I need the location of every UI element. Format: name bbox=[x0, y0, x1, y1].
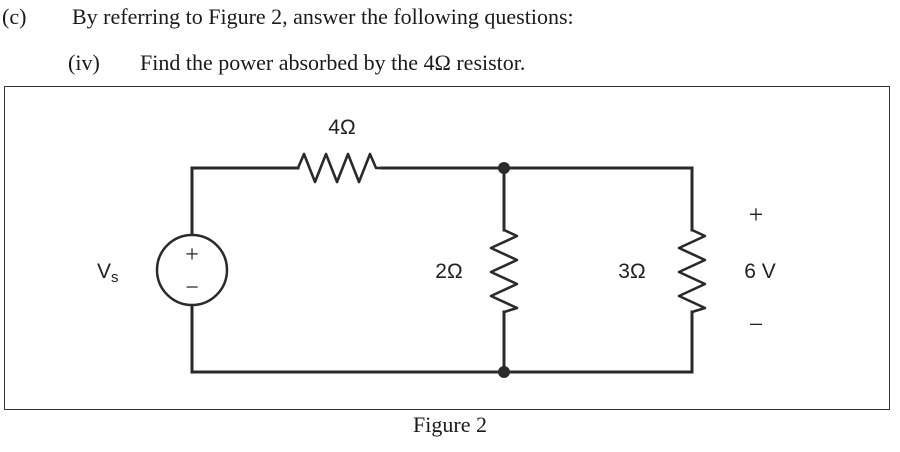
voltage-source: + − bbox=[155, 233, 229, 307]
source-plus-sign: + bbox=[185, 242, 199, 268]
resistor-3ohm bbox=[677, 228, 707, 314]
label-2ohm: 2Ω bbox=[435, 260, 462, 283]
resistor-2ohm bbox=[489, 228, 519, 314]
source-label-subscript: s bbox=[111, 269, 119, 286]
label-4ohm: 4Ω bbox=[328, 116, 355, 139]
part-text: By referring to Figure 2, answer the fol… bbox=[72, 4, 574, 29]
circuit-wires bbox=[190, 166, 694, 374]
source-minus-sign: − bbox=[185, 275, 199, 301]
voltage-source-symbol bbox=[155, 233, 229, 307]
junction-node-bottom bbox=[498, 366, 510, 378]
part-label: (c) bbox=[2, 4, 27, 29]
source-label-main: V bbox=[97, 260, 111, 283]
figure-frame bbox=[4, 86, 890, 410]
resistor-4ohm bbox=[296, 152, 382, 184]
label-3ohm: 3Ω bbox=[618, 260, 645, 283]
voltage-plus-sign: + bbox=[749, 200, 764, 229]
voltage-minus-sign: − bbox=[749, 310, 764, 339]
subpart-text: Find the power absorbed by the 4Ω resist… bbox=[140, 50, 526, 75]
voltage-value-label: 6 V bbox=[744, 260, 776, 283]
junction-node-top bbox=[498, 162, 510, 174]
subpart-label: (iv) bbox=[68, 50, 100, 75]
figure-caption: Figure 2 bbox=[413, 412, 487, 437]
source-label: Vs bbox=[97, 260, 119, 286]
